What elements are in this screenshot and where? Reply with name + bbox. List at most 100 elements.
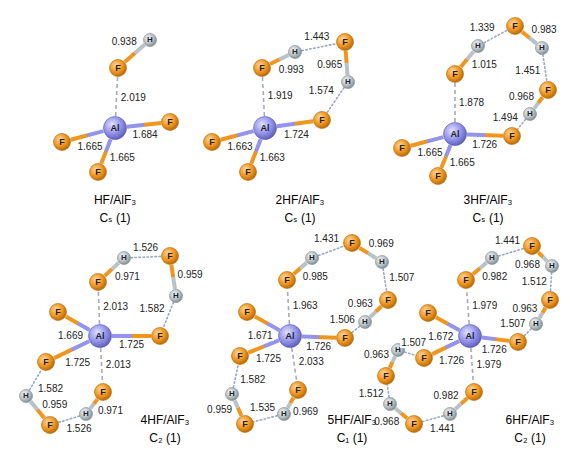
atom-circle: [458, 272, 475, 289]
hydrogen-bond: [543, 55, 547, 81]
symmetry-label: Cₛ (1): [472, 211, 503, 225]
atom-symbol: Al: [261, 124, 270, 133]
fluorine-atom: F: [151, 327, 169, 345]
atom-symbol: H: [475, 42, 481, 50]
atom-symbol: H: [549, 262, 555, 270]
covalent-bond: [411, 137, 444, 146]
atom-circle: [290, 382, 307, 399]
bond-length: 0.965: [316, 59, 343, 70]
atom-circle: [162, 248, 179, 265]
atom-circle: [90, 164, 107, 181]
hydrogen-bond: [131, 256, 161, 257]
atom-symbol: F: [411, 420, 417, 429]
atom-symbol: F: [43, 358, 49, 367]
hydrogen-bond: [524, 329, 531, 336]
symmetry-label: C₂ (1): [514, 431, 545, 445]
atom-symbol: H: [121, 254, 127, 262]
bond-length: 1.663: [227, 141, 254, 152]
atom-symbol: F: [284, 276, 290, 285]
bond-length: 1.526: [65, 423, 92, 434]
atom-circle: [510, 334, 527, 351]
fluorine-atom: F: [415, 349, 433, 367]
bond-length: 1.665: [109, 152, 136, 163]
bond-length: 1.582: [37, 383, 64, 394]
hydrogen-bond: [551, 273, 552, 291]
atom-symbol: H: [489, 254, 495, 262]
hydrogen-bond: [233, 365, 238, 387]
atom-symbol: Al: [466, 332, 475, 341]
atom-circle: [466, 384, 483, 401]
hydrogen-atom: H: [535, 41, 549, 55]
symmetry-label: Cₛ (1): [99, 211, 130, 225]
bond-length: 1.665: [449, 157, 476, 168]
atom-circle: [507, 18, 524, 35]
fluorine-atom: F: [523, 237, 541, 255]
hydrogen-atom: H: [305, 251, 319, 265]
bond-length: 0.971: [114, 271, 141, 282]
coordination-bond: [471, 348, 474, 383]
bond-length: 1.506: [329, 314, 356, 325]
atom-symbol: F: [385, 296, 391, 305]
atom-circle: [314, 112, 331, 129]
atom-circle: [416, 350, 433, 367]
fluorine-atom: F: [377, 367, 395, 385]
fluorine-atom: F: [89, 163, 107, 181]
atom-circle: [80, 408, 93, 421]
atom-symbol: H: [229, 390, 235, 398]
atom-circle: [279, 272, 296, 289]
atom-circle: [278, 408, 291, 421]
atom-circle: [542, 292, 559, 309]
bond-length: 1.535: [249, 402, 276, 413]
atom-circle: [384, 398, 397, 411]
hydrogen-bond: [423, 416, 444, 422]
fluorine-atom: F: [89, 273, 107, 291]
hydrogen-bond: [302, 44, 336, 51]
atom-circle: [306, 252, 319, 265]
atom-circle: [95, 384, 112, 401]
hydrogen-atom: H: [375, 255, 389, 269]
atom-symbol: F: [425, 309, 431, 318]
atom-symbol: F: [209, 138, 215, 147]
covalent-bond: [125, 45, 145, 62]
bond-length: 2.019: [120, 92, 147, 103]
fluorine-atom: F: [313, 111, 331, 129]
complex-name: HF/AlF₃: [94, 193, 136, 207]
bond-length: 1.725: [64, 357, 91, 368]
bond-length: 1.669: [57, 330, 84, 341]
atom-symbol: F: [349, 239, 355, 248]
atom-symbol: F: [399, 144, 405, 153]
covalent-bond: [482, 337, 509, 340]
covalent-bond: [54, 341, 89, 358]
hydrogen-atom: H: [523, 107, 537, 121]
atom-circle: [376, 256, 389, 269]
atom-symbol: F: [545, 86, 551, 95]
atom-symbol: F: [319, 116, 325, 125]
covalent-bond: [171, 265, 175, 289]
atom-symbol: F: [237, 352, 243, 361]
atom-circle: [239, 304, 256, 321]
atom-symbol: H: [539, 44, 545, 52]
atom-circle: [444, 408, 457, 421]
bond-length: 1.726: [438, 355, 465, 366]
bond-length: 0.982: [432, 390, 459, 401]
fluorine-atom: F: [253, 59, 271, 77]
atom-circle: [444, 123, 467, 146]
bond-length: 1.671: [247, 330, 274, 341]
fluorine-atom: F: [379, 291, 397, 309]
fluorine-atom: F: [161, 247, 179, 265]
bond-length: 0.959: [206, 404, 233, 415]
hydrogen-bond: [352, 326, 360, 332]
bond-length: 1.431: [313, 233, 340, 244]
atom-circle: [447, 66, 464, 83]
aluminium-atom: Al: [103, 116, 127, 140]
atom-circle: [342, 76, 355, 89]
atom-symbol: F: [509, 132, 515, 141]
hydrogen-atom: H: [471, 39, 485, 53]
atom-symbol: F: [342, 38, 348, 47]
bond-length: 0.963: [511, 303, 538, 314]
atom-symbol: F: [59, 138, 65, 147]
atom-symbol: F: [471, 388, 477, 397]
covalent-bond: [360, 248, 376, 258]
hydrogen-atom: H: [383, 397, 397, 411]
